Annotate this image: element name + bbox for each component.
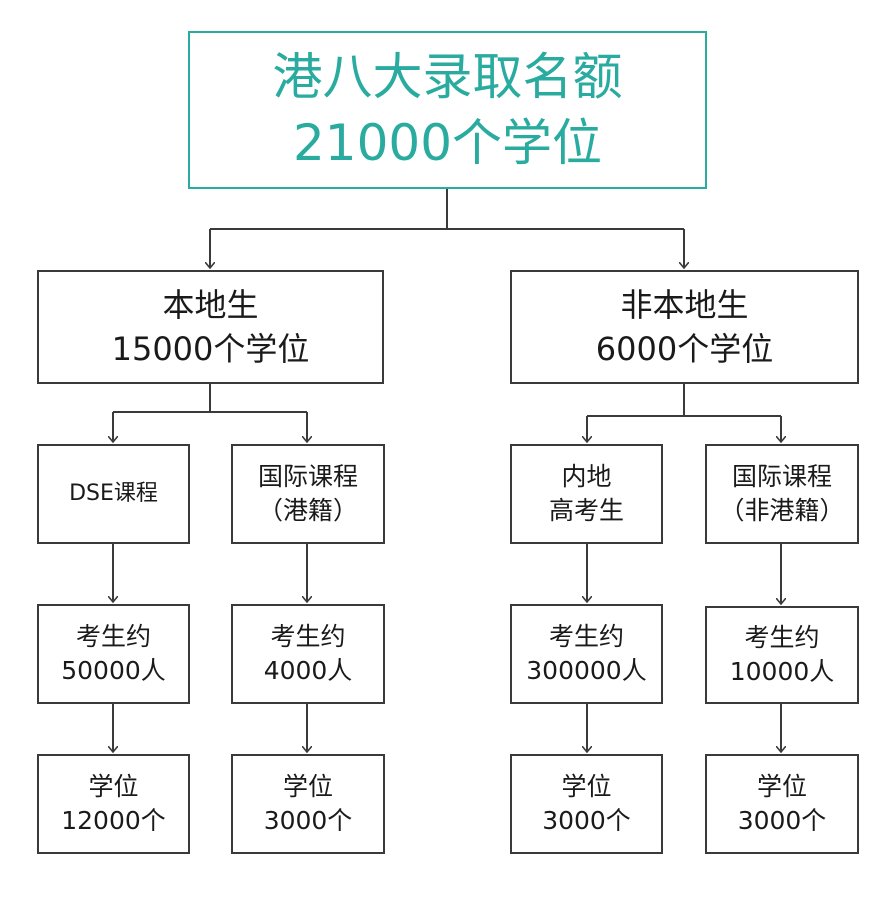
local-intl-line1: 国际课程 [257,462,358,491]
nonlocal-intl-line1: 国际课程 [731,462,832,491]
nonlocal-students-node: 非本地生 6000个学位 [510,270,859,384]
root-title: 港八大录取名额 [272,48,623,106]
nonlocal-intl-applicants-count: 10000人 [729,657,835,686]
local-intl-places-count: 3000个 [263,806,353,835]
mainland-places-label: 学位 [561,772,612,801]
root-quota: 21000个学位 [292,114,603,172]
nonlocal-intl-line2: （非港籍） [719,496,845,525]
nonlocal-title: 非本地生 [620,286,749,324]
mainland-places-count: 3000个 [542,806,631,835]
dse-label: DSE课程 [69,481,158,506]
dse-places-node: 学位 12000个 [37,754,190,854]
local-intl-places-label: 学位 [282,772,333,801]
mainland-applicants-label: 考生约 [548,622,624,651]
dse-course-node: DSE课程 [37,444,190,544]
nonlocal-intl-course-node: 国际课程 （非港籍） [705,444,859,544]
mainland-places-node: 学位 3000个 [510,754,663,854]
local-intl-places-node: 学位 3000个 [231,754,385,854]
root-node: 港八大录取名额 21000个学位 [188,31,707,189]
dse-applicants-count: 50000人 [61,656,166,685]
mainland-line2: 高考生 [548,496,624,525]
local-intl-applicants-node: 考生约 4000人 [231,604,385,704]
dse-applicants-node: 考生约 50000人 [37,604,190,704]
nonlocal-intl-places-label: 学位 [756,772,807,801]
nonlocal-quota: 6000个学位 [595,330,774,368]
local-title: 本地生 [162,286,259,324]
mainland-applicants-node: 考生约 300000人 [510,604,663,704]
nonlocal-intl-places-count: 3000个 [737,806,827,835]
nonlocal-intl-applicants-node: 考生约 10000人 [705,606,859,704]
dse-applicants-label: 考生约 [75,622,151,651]
mainland-line1: 内地 [561,462,612,491]
local-intl-line2: （港籍） [257,496,358,525]
mainland-gaokao-node: 内地 高考生 [510,444,663,544]
local-intl-applicants-label: 考生约 [270,622,346,651]
nonlocal-intl-places-node: 学位 3000个 [705,754,859,854]
nonlocal-intl-applicants-label: 考生约 [744,623,820,652]
local-intl-applicants-count: 4000人 [263,656,353,685]
local-intl-course-node: 国际课程 （港籍） [231,444,385,544]
local-quota: 15000个学位 [111,330,310,368]
dse-places-label: 学位 [88,772,139,801]
local-students-node: 本地生 15000个学位 [37,270,384,384]
dse-places-count: 12000个 [61,806,166,835]
mainland-applicants-count: 300000人 [526,656,647,685]
